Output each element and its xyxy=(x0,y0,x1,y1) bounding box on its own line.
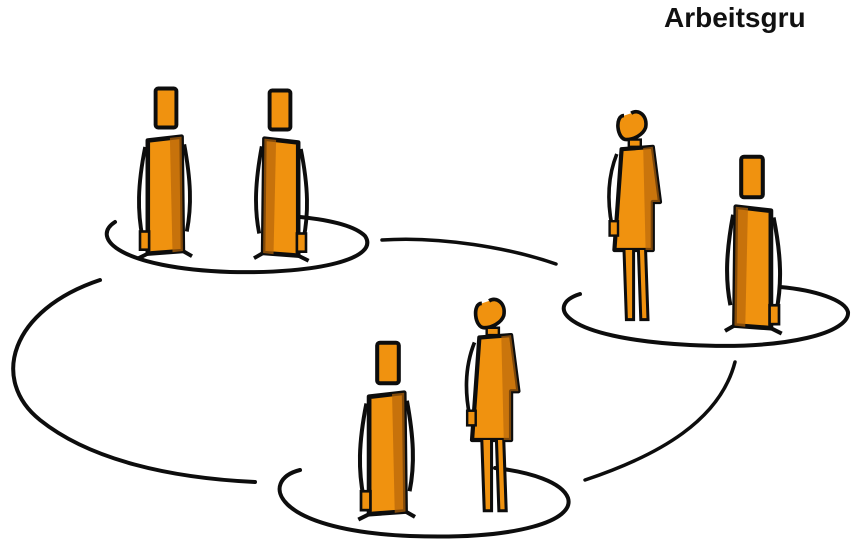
figure-man-2 xyxy=(254,91,309,261)
arc-left xyxy=(13,280,255,482)
arc-right xyxy=(585,362,735,480)
figure-woman-3 xyxy=(609,112,660,320)
figure-man-1 xyxy=(137,89,192,259)
figure-man-4 xyxy=(725,157,782,334)
platform-right xyxy=(564,287,848,346)
figure-man-5 xyxy=(358,343,415,520)
arc-top xyxy=(382,239,556,264)
figure-woman-6 xyxy=(466,299,518,510)
platform-bottom xyxy=(280,468,569,537)
